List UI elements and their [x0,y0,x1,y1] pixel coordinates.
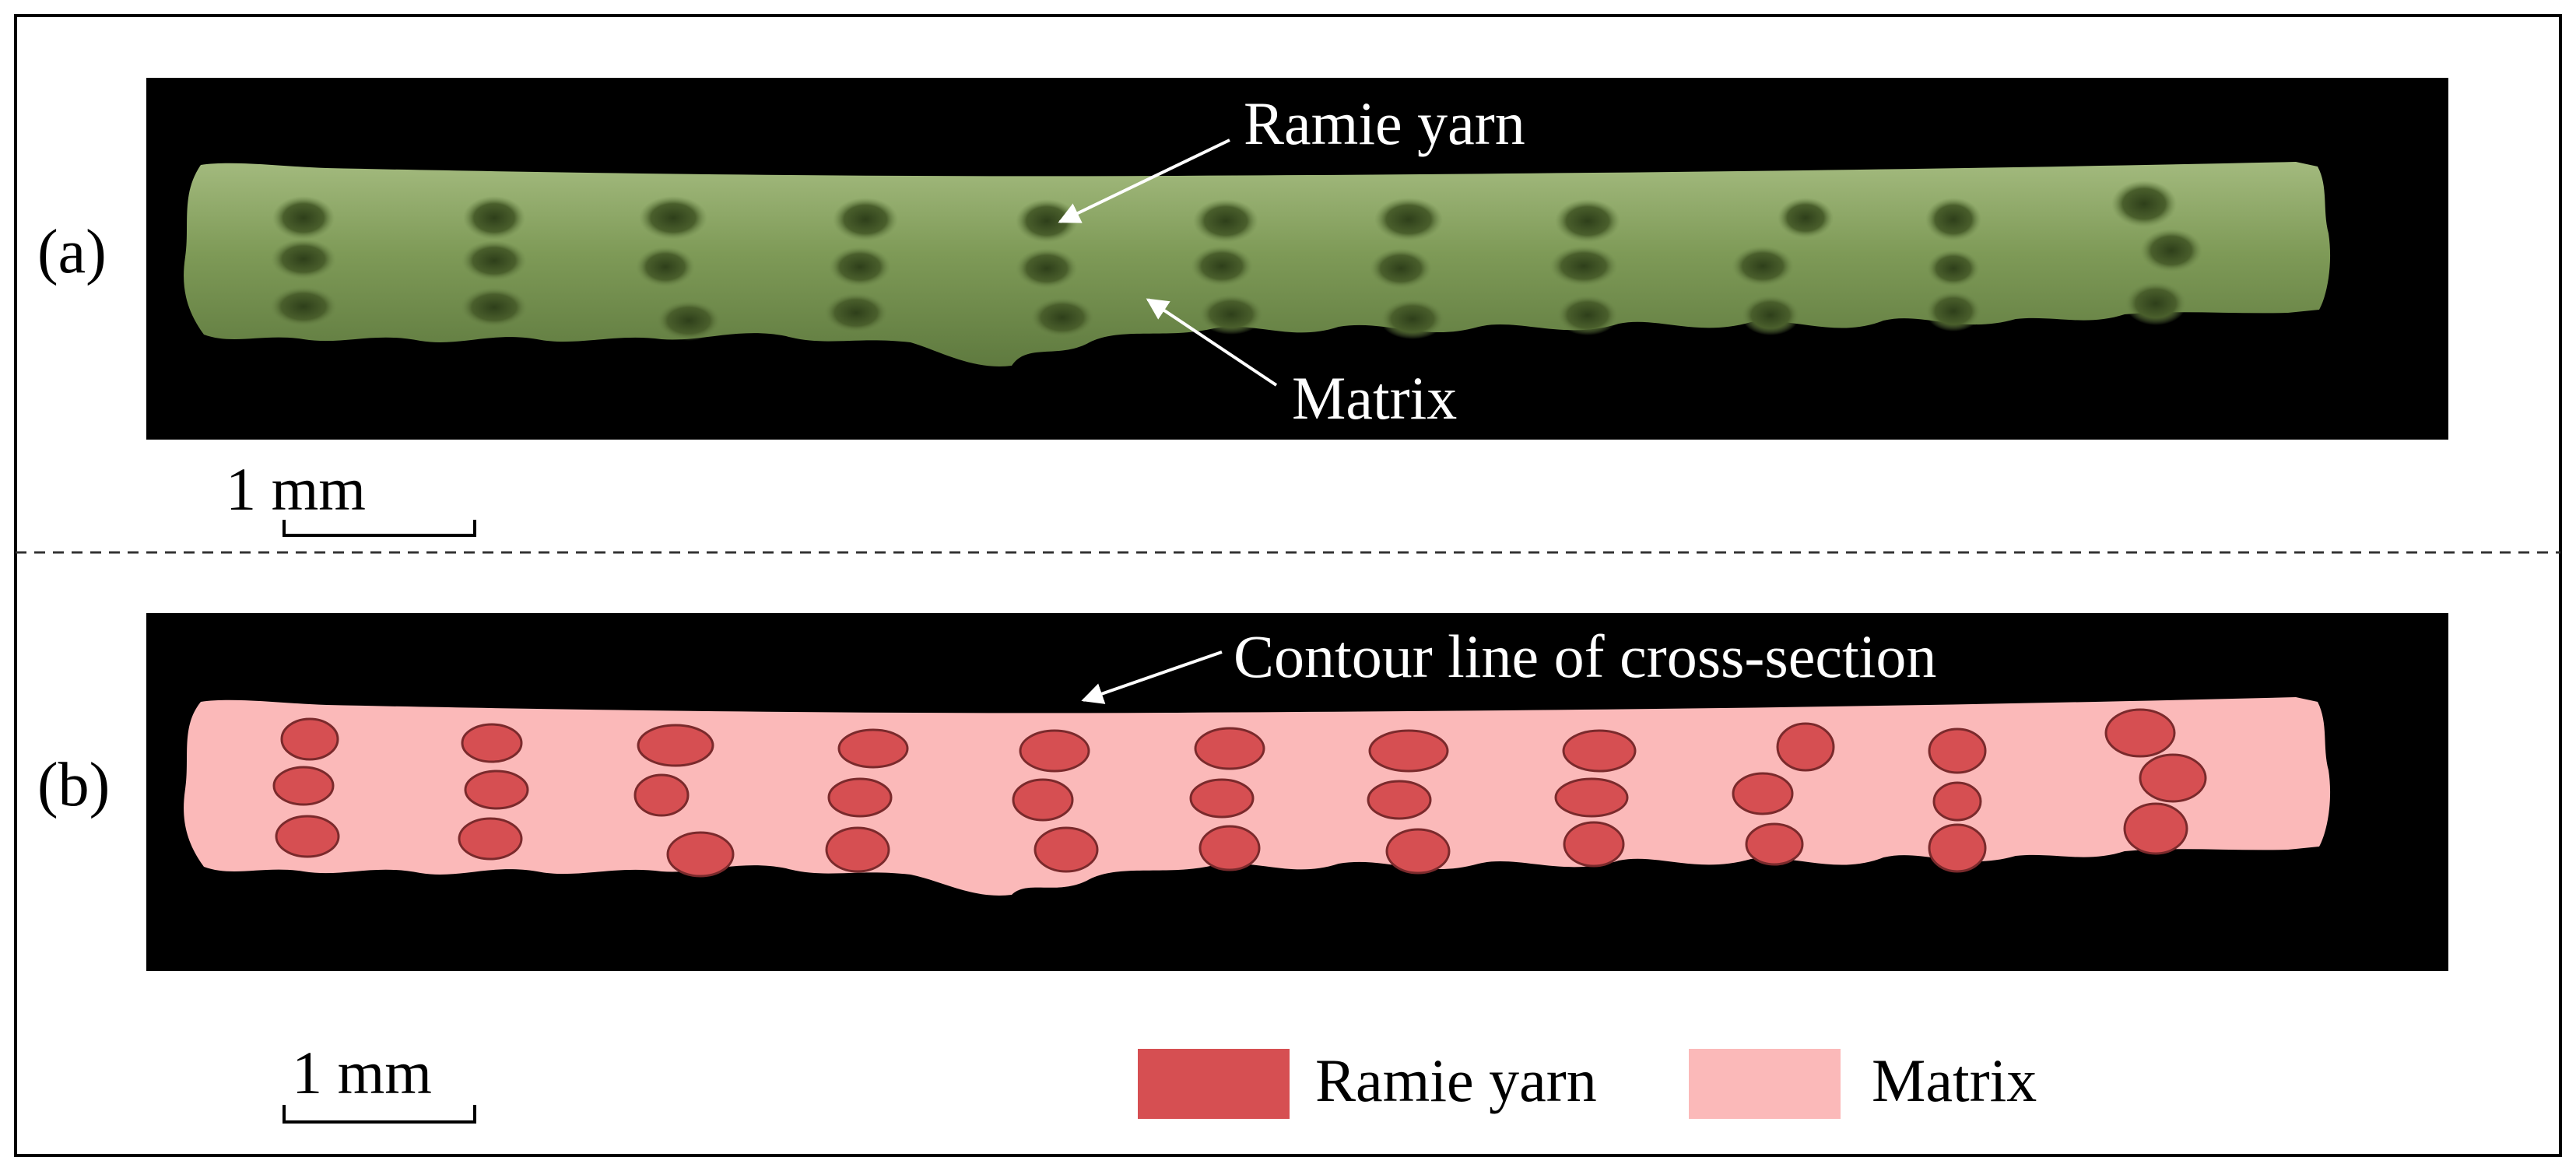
photo-yarn [463,196,525,240]
schematic-yarn [825,826,890,873]
photo-yarn [1030,297,1095,338]
photo-yarn [1778,198,1834,238]
legend-swatch-ramie-yarn [1138,1049,1290,1119]
schematic-yarn [2104,708,2176,758]
schematic-yarn [637,724,714,767]
schematic-yarn [1012,778,1074,822]
schematic-yarn [458,817,523,861]
schematic-yarn [272,766,335,806]
schematic-yarn [2123,802,2188,855]
photo-yarn [636,247,695,287]
photo-yarn [639,196,707,240]
scale-bar-b-label: 1 mm [292,1039,432,1106]
schematic-yarn [1932,781,1982,822]
schematic-yarn [1745,822,1804,866]
photo-yarn [272,196,335,240]
schematic-yarn [280,717,339,761]
photo-yarn [1925,198,1981,241]
panel-a-label: (a) [37,218,107,286]
photo-yarn [1370,248,1432,289]
photo-yarn [1925,291,1981,331]
schematic-yarn [666,831,735,878]
photo-yarn [1549,246,1618,286]
schematic-yarn [1367,780,1432,820]
photo-yarn [460,287,528,328]
photo-yarn [823,293,889,333]
photo-yarn [1927,250,1980,287]
schematic-yarn [275,815,340,858]
schematic-yarn [2139,753,2207,803]
annotation-ramie-yarn: Ramie yarn [1244,89,1525,157]
legend-label-ramie-yarn: Ramie yarn [1315,1047,1597,1114]
scale-bar-b: 1 mm [283,1039,476,1124]
photo-yarn [1732,246,1794,286]
arrow-contour-line [1081,650,1223,704]
schematic-yarn [1019,729,1090,773]
schematic-yarn [837,728,909,769]
photo-yarn [1193,199,1258,243]
arrow-ramie-yarn [1058,138,1230,223]
photo-yarn [1380,299,1445,339]
legend: Ramie yarn Matrix [1138,1047,2037,1119]
schematic-yarn [461,723,523,763]
photo-yarn [1016,199,1078,243]
schematic-yarn [827,777,893,818]
photo-yarn [829,247,891,287]
photo-yarn [833,198,898,241]
scale-bar-a-label: 1 mm [226,455,366,523]
annotation-matrix: Matrix [1292,364,1457,432]
schematic-yarn [1554,777,1629,818]
scale-bar-a-line [283,520,476,537]
photo-yarn [1374,198,1443,241]
schematic-yarn [1562,729,1637,773]
schematic-yarn [464,770,529,810]
schematic-yarn [1928,727,1987,774]
photo-yarn [1741,295,1800,335]
panel-a-photo: Ramie yarn Matrix [146,78,2448,440]
photo-yarn [2125,282,2187,325]
photo-yarn [462,240,527,281]
schematic-yarn [1034,826,1099,873]
photo-yarn [2140,229,2202,272]
schematic-yarn [1563,821,1625,868]
photo-yarn [271,239,336,279]
photo-yarn [656,300,721,341]
schematic-yarn [1194,727,1265,770]
arrow-matrix [1146,298,1278,387]
schematic-yarns [272,708,2207,878]
photo-yarn [1016,248,1078,289]
schematic-yarn [1189,778,1255,819]
photo-yarn [1191,246,1253,286]
photo-yarn [1199,294,1264,335]
schematic-yarn [1928,823,1987,873]
schematic-yarn [1199,825,1261,871]
photo-yarns [269,181,2202,341]
photo-yarn [1555,199,1620,243]
panel-b-label: (b) [37,751,110,819]
scale-bar-b-line [283,1105,476,1124]
panel-b-schematic: Contour line of cross-section [146,613,2448,971]
legend-label-matrix: Matrix [1872,1047,2037,1114]
photo-yarn [269,286,338,327]
scale-bar-a: 1 mm [226,455,476,537]
schematic-yarn [1385,828,1451,875]
legend-swatch-matrix [1689,1049,1841,1119]
schematic-yarn [633,773,690,817]
photo-yarn [2111,181,2177,227]
photo-yarn [1556,295,1619,335]
schematic-yarn [1776,722,1835,772]
annotation-contour-line: Contour line of cross-section [1234,622,1936,690]
schematic-yarn [1368,729,1449,773]
schematic-yarn [1732,772,1794,815]
